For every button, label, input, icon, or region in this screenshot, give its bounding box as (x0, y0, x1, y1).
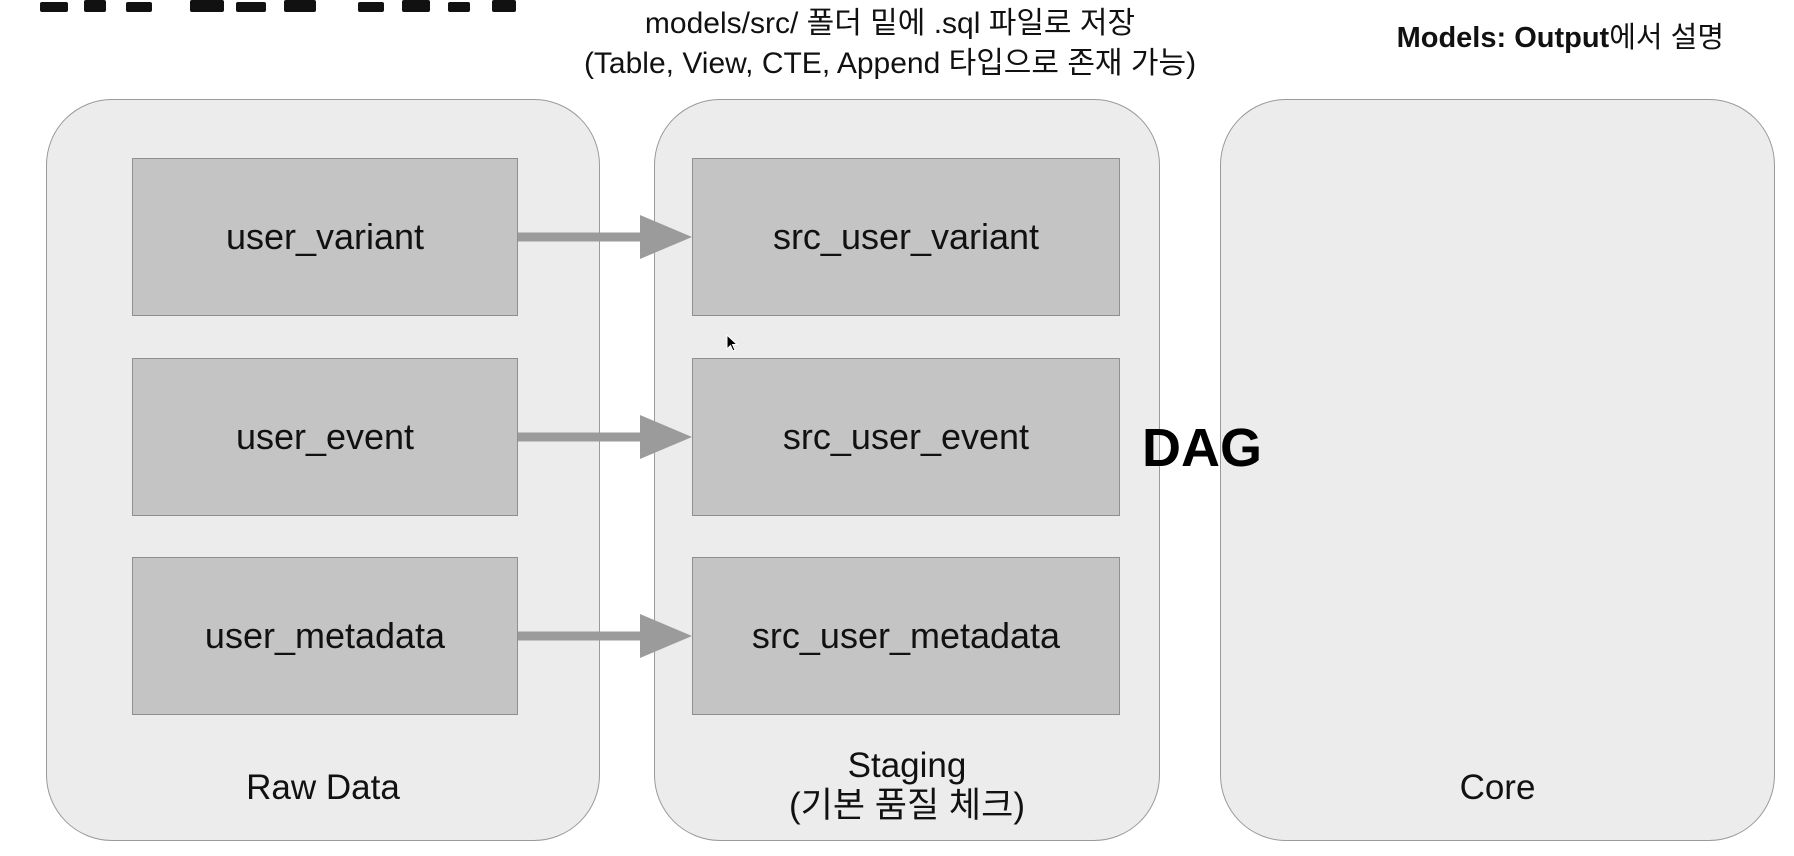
models-output-note: Models: Output에서 설명 (1397, 18, 1724, 58)
staging-model-src-user-metadata: src_user_metadata (692, 557, 1120, 715)
cropped-slide-title (40, 0, 520, 12)
models-output-note-rest: 에서 설명 (1609, 22, 1724, 54)
staging-label: Staging (기본 품질 체크) (655, 746, 1159, 826)
src-folder-note: models/src/ 폴더 밑에 .sql 파일로 저장 (Table, Vi… (560, 4, 1220, 84)
staging-model-src-user-event: src_user_event (692, 358, 1120, 516)
staging-label-line1: Staging (847, 746, 967, 785)
staging-label-line2: (기본 품질 체크) (789, 786, 1025, 825)
dag-label: DAG (1142, 418, 1262, 478)
src-folder-note-line2: (Table, View, CTE, Append 타입으로 존재 가능) (583, 47, 1197, 80)
raw-table-user-event: user_event (132, 358, 518, 516)
core-label: Core (1459, 768, 1536, 807)
core-panel: Core (1220, 99, 1775, 841)
mouse-cursor-icon (726, 334, 739, 352)
raw-table-user-metadata: user_metadata (132, 557, 518, 715)
staging-model-src-user-variant: src_user_variant (692, 158, 1120, 316)
raw-data-label: Raw Data (246, 768, 400, 807)
raw-table-user-variant: user_variant (132, 158, 518, 316)
models-output-note-bold: Models: Output (1396, 22, 1610, 54)
src-folder-note-line1: models/src/ 폴더 밑에 .sql 파일로 저장 (644, 7, 1136, 40)
